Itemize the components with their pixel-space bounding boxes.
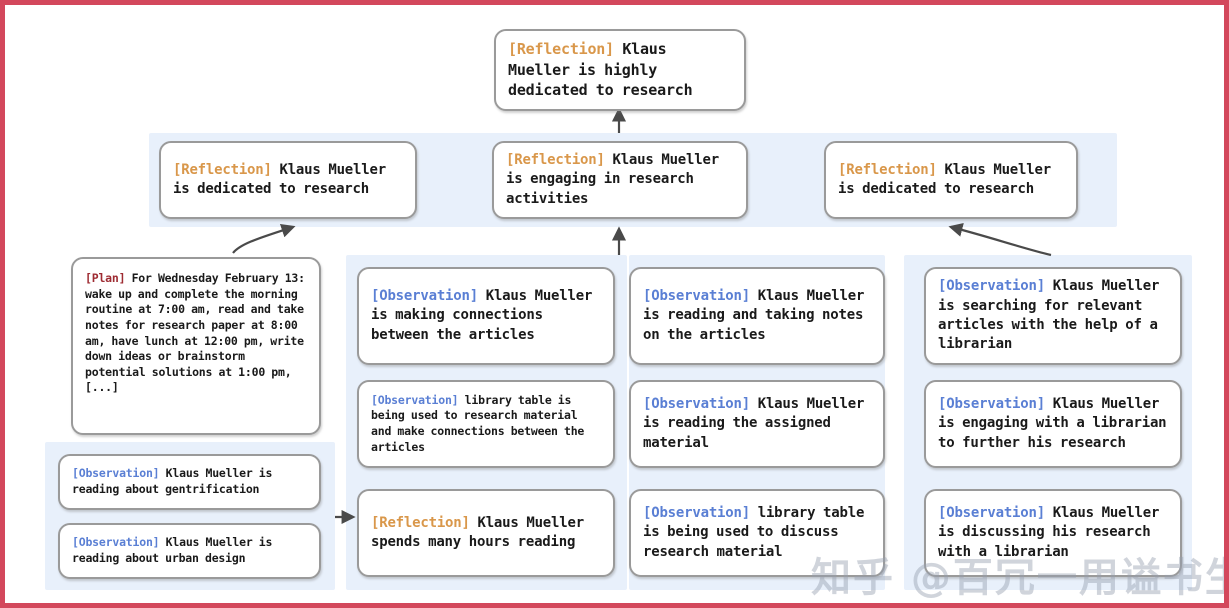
node-text: [Plan] For Wednesday February 13: wake u… — [85, 271, 307, 396]
node-body: Klaus Mueller is dedicated to research — [173, 161, 394, 197]
node-body: Klaus Mueller spends many hours reading — [371, 514, 592, 550]
node-text: [Observation] library table is being use… — [643, 504, 871, 562]
node-body: Klaus Mueller is making connections betw… — [371, 288, 600, 343]
node-text: [Reflection] Klaus Mueller spends many h… — [371, 514, 601, 553]
node-obs-library-table-connections[interactable]: [Observation] library table is being use… — [357, 380, 615, 468]
node-text: [Reflection] Klaus Mueller is dedicated … — [173, 161, 403, 200]
node-text: [Reflection] Klaus Mueller is highly ded… — [508, 39, 732, 101]
node-body: Klaus Mueller is discussing his research… — [938, 505, 1167, 560]
node-body: Klaus Mueller is highly dedicated to res… — [508, 39, 693, 100]
tag-observation: [Observation] — [643, 288, 750, 305]
node-text: [Observation] Klaus Mueller is engaging … — [938, 395, 1168, 453]
tag-observation: [Observation] — [72, 535, 160, 550]
node-obs-reading-taking-notes[interactable]: [Observation] Klaus Mueller is reading a… — [629, 267, 885, 365]
node-text: [Observation] library table is being use… — [371, 393, 601, 456]
node-text: [Reflection] Klaus Mueller is dedicated … — [838, 161, 1064, 200]
node-obs-connections[interactable]: [Observation] Klaus Mueller is making co… — [357, 267, 615, 365]
node-obs-searching-articles[interactable]: [Observation] Klaus Mueller is searching… — [924, 267, 1182, 365]
tag-observation: [Observation] — [938, 505, 1045, 522]
tag-observation: [Observation] — [371, 392, 459, 407]
tag-reflection: [Reflection] — [371, 514, 470, 531]
node-text: [Observation] Klaus Mueller is making co… — [371, 287, 601, 345]
tag-observation: [Observation] — [938, 396, 1045, 413]
node-body: For Wednesday February 13: wake up and c… — [85, 271, 312, 395]
node-body: Klaus Mueller is reading the assigned ma… — [643, 396, 872, 451]
node-obs-assigned-material[interactable]: [Observation] Klaus Mueller is reading t… — [629, 380, 885, 468]
node-obs-engaging-librarian[interactable]: [Observation] Klaus Mueller is engaging … — [924, 380, 1182, 468]
node-body: Klaus Mueller is reading and taking note… — [643, 288, 872, 343]
tag-reflection: [Reflection] — [508, 39, 614, 58]
node-body: library table is being used to discuss r… — [643, 505, 872, 560]
node-ref-spends-hours[interactable]: [Reflection] Klaus Mueller spends many h… — [357, 489, 615, 577]
tag-reflection: [Reflection] — [838, 161, 937, 178]
tag-observation: [Observation] — [72, 466, 160, 481]
node-text: [Observation] Klaus Mueller is reading a… — [643, 287, 871, 345]
node-mid-left-reflection[interactable]: [Reflection] Klaus Mueller is dedicated … — [159, 141, 417, 219]
node-body: Klaus Mueller is reading about urban des… — [72, 535, 279, 565]
tag-reflection: [Reflection] — [173, 161, 272, 178]
node-obs-urban-design[interactable]: [Observation] Klaus Mueller is reading a… — [58, 523, 321, 579]
node-obs-library-table-discuss[interactable]: [Observation] library table is being use… — [629, 489, 885, 577]
tag-observation: [Observation] — [938, 278, 1045, 295]
node-body: Klaus Mueller is searching for relevant … — [938, 278, 1167, 353]
node-text: [Reflection] Klaus Mueller is engaging i… — [506, 151, 734, 209]
node-obs-discussing-research[interactable]: [Observation] Klaus Mueller is discussin… — [924, 489, 1182, 577]
node-text: [Observation] Klaus Mueller is searching… — [938, 277, 1168, 354]
node-text: [Observation] Klaus Mueller is reading a… — [72, 535, 307, 566]
tag-observation: [Observation] — [643, 396, 750, 413]
node-text: [Observation] Klaus Mueller is reading a… — [72, 466, 307, 497]
node-body: Klaus Mueller is engaging in research ac… — [506, 152, 727, 207]
node-mid-right-reflection[interactable]: [Reflection] Klaus Mueller is dedicated … — [824, 141, 1078, 219]
node-obs-gentrification[interactable]: [Observation] Klaus Mueller is reading a… — [58, 454, 321, 510]
node-body: Klaus Mueller is engaging with a librari… — [938, 396, 1175, 451]
tag-plan: [Plan] — [85, 271, 126, 285]
node-root-reflection[interactable]: [Reflection] Klaus Mueller is highly ded… — [494, 29, 746, 111]
node-text: [Observation] Klaus Mueller is discussin… — [938, 504, 1168, 562]
tag-observation: [Observation] — [643, 505, 750, 522]
node-body: library table is being used to research … — [371, 392, 591, 454]
tag-reflection: [Reflection] — [506, 152, 605, 169]
node-plan[interactable]: [Plan] For Wednesday February 13: wake u… — [71, 257, 321, 435]
tag-observation: [Observation] — [371, 288, 478, 305]
node-body: Klaus Mueller is dedicated to research — [838, 161, 1059, 197]
node-text: [Observation] Klaus Mueller is reading t… — [643, 395, 871, 453]
node-mid-center-reflection[interactable]: [Reflection] Klaus Mueller is engaging i… — [492, 141, 748, 219]
node-body: Klaus Mueller is reading about gentrific… — [72, 466, 279, 496]
